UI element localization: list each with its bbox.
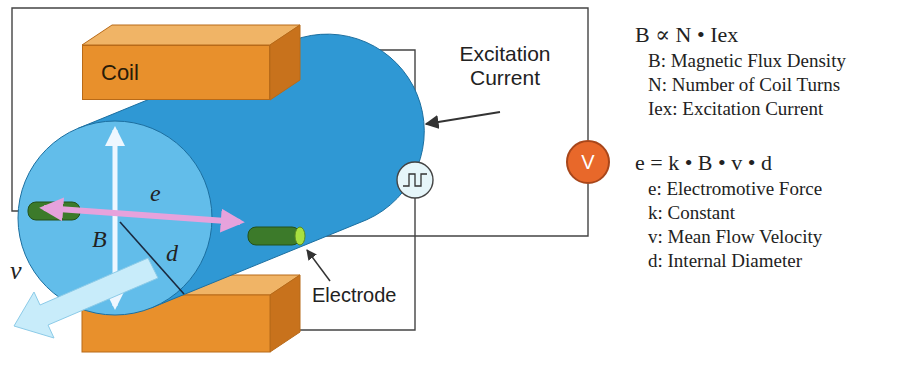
coil-label-box: Coil [82, 45, 270, 100]
annotation: Excitation Current [440, 42, 570, 90]
leader-line [307, 250, 330, 281]
symbol-label: v [10, 256, 22, 286]
flow-arrow [14, 258, 158, 338]
formula-legend: e: Electromotive Force [648, 178, 822, 200]
current-arrow [426, 112, 500, 124]
formula-legend: v: Mean Flow Velocity [648, 226, 822, 248]
part-label: Coil [101, 60, 139, 86]
electrode [28, 202, 305, 245]
formula-legend: Iex: Excitation Current [648, 98, 823, 120]
voltmeter-circle: V [566, 140, 610, 184]
symbol-label: e [150, 180, 161, 208]
meter-symbol: V [581, 151, 594, 174]
formula-legend: N: Number of Coil Turns [648, 74, 840, 96]
symbol-label: d [166, 240, 178, 268]
emf-arrow [44, 208, 240, 222]
formula-legend: d: Internal Diameter [648, 250, 802, 272]
formula-legend: B: Magnetic Flux Density [648, 50, 846, 72]
formula: B ∝ N • Iex [635, 22, 738, 47]
formula: e = k • B • v • d [635, 150, 772, 175]
part-label: Electrode [312, 284, 397, 307]
top-coil [82, 25, 300, 100]
symbol-label: B [92, 226, 107, 254]
pipe [18, 34, 424, 315]
square-wave-source [397, 162, 433, 198]
formula-legend: k: Constant [648, 202, 735, 224]
